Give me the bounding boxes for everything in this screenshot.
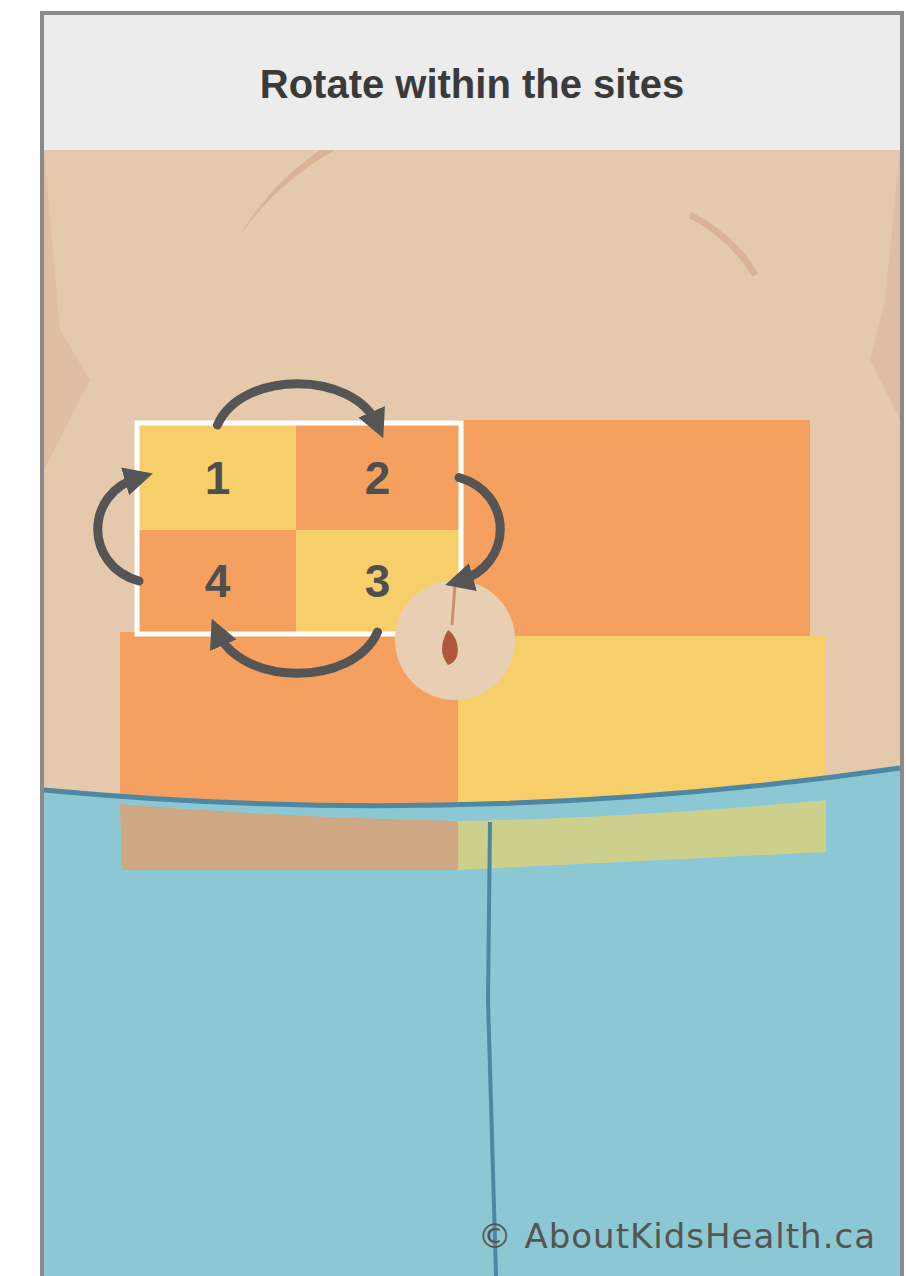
rotation-arrow	[98, 478, 139, 582]
chest-line	[240, 150, 335, 235]
site-number: 1	[205, 451, 231, 505]
frame	[42, 13, 902, 1276]
injection-site: 1	[139, 425, 296, 530]
navel-crease	[452, 585, 455, 625]
injection-site: 4	[139, 530, 296, 632]
site-number: 3	[365, 554, 391, 608]
site-number: 2	[365, 451, 391, 505]
rotation-arrow	[459, 478, 500, 582]
rotation-arrow	[218, 384, 378, 425]
body-shadow	[44, 150, 90, 470]
navel-area	[395, 580, 515, 700]
copyright: © AboutKidsHealth.ca	[478, 1216, 876, 1256]
zone-under-waistband	[458, 800, 826, 870]
pants-seam	[488, 822, 496, 1276]
title-band	[44, 15, 900, 150]
navel	[442, 630, 458, 665]
body-shadow	[870, 150, 900, 420]
zone-under-waistband	[120, 804, 458, 870]
copyright-label: © AboutKidsHealth.ca	[478, 1216, 876, 1256]
site-number: 4	[205, 554, 231, 608]
title-text: Rotate within the sites	[260, 62, 685, 107]
waistband	[44, 768, 900, 806]
injection-site: 2	[296, 425, 459, 530]
rotation-arrow	[218, 632, 378, 673]
pants	[44, 768, 900, 1276]
right-upper-zone	[458, 420, 810, 636]
title: Rotate within the sites	[44, 18, 900, 150]
chest-line	[690, 215, 755, 275]
